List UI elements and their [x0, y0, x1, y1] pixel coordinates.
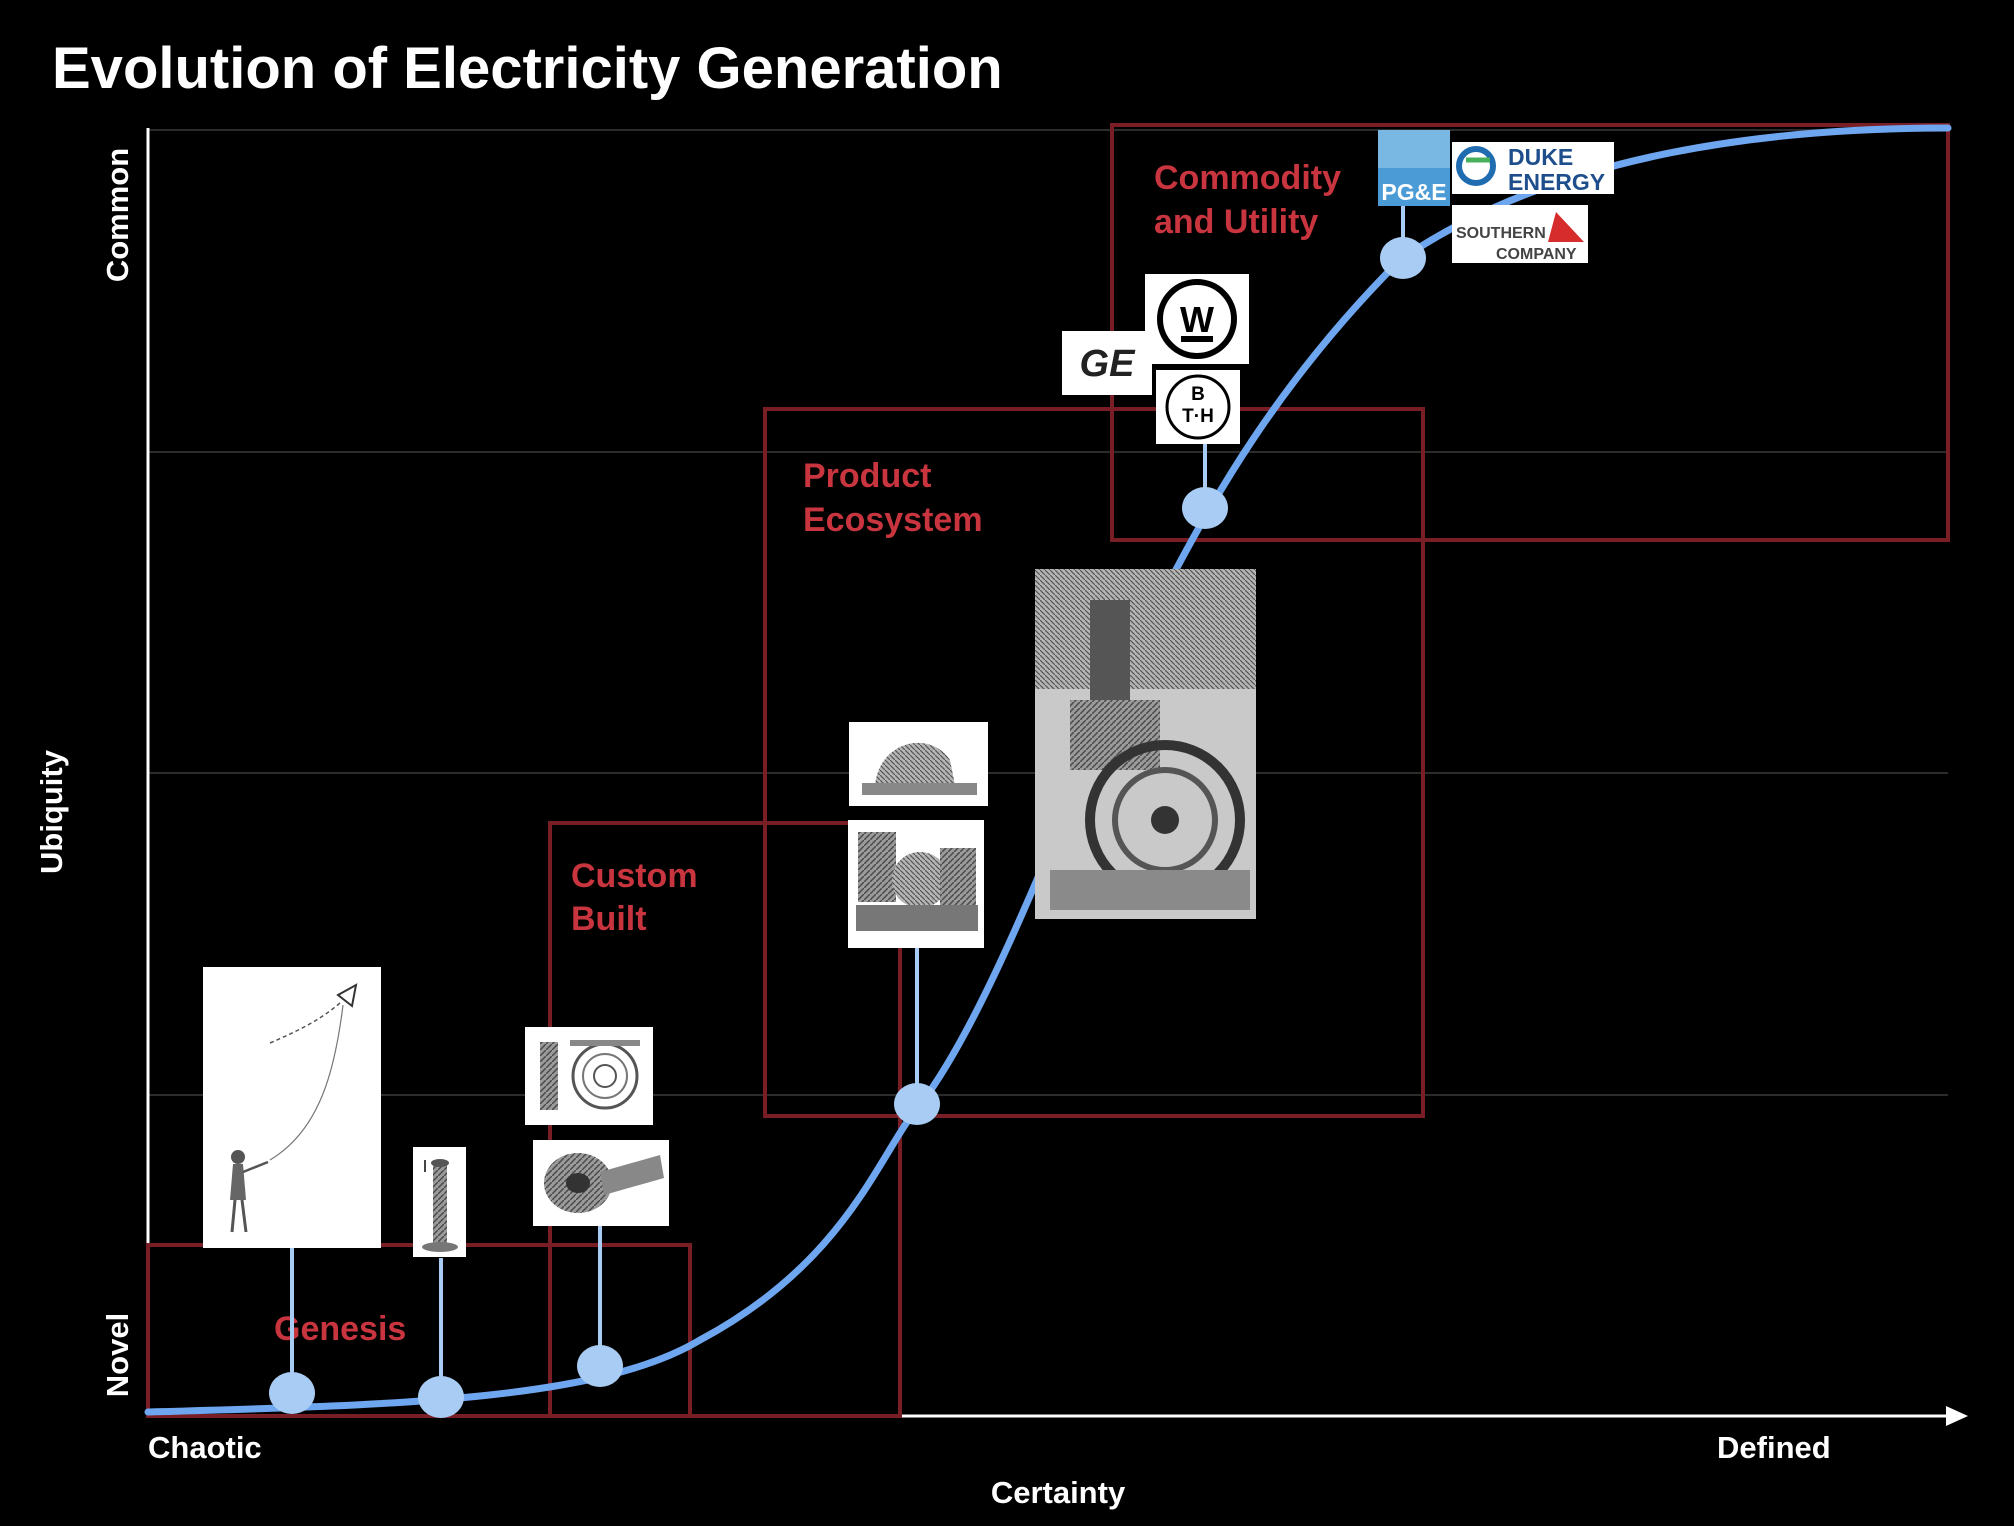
kite-illustration-icon [203, 967, 381, 1248]
voltaic-pile-icon [413, 1147, 466, 1257]
svg-text:ENERGY: ENERGY [1508, 169, 1605, 195]
stage-label-commodity-1: Commodity [1154, 159, 1341, 197]
dynamo-diagram-icon [525, 1027, 653, 1125]
y-axis-top-label: Common [100, 148, 135, 282]
bth-logo-icon: B T·H [1156, 370, 1240, 444]
page-title: Evolution of Electricity Generation [52, 36, 1003, 101]
stage-label-product-1: Product [803, 457, 931, 495]
y-axis-label: Ubiquity [34, 749, 69, 874]
svg-text:SOUTHERN: SOUTHERN [1456, 225, 1546, 242]
stage-label-product-2: Ecosystem [803, 501, 983, 539]
westinghouse-logo-icon: W [1145, 274, 1249, 364]
stage-label-genesis: Genesis [274, 1310, 406, 1348]
marker-kite[interactable] [269, 1372, 315, 1414]
turbine-wheel-icon [533, 1140, 669, 1226]
stage-box-product [763, 407, 1425, 1118]
marker-voltaic-pile[interactable] [418, 1376, 464, 1418]
x-axis-label: Certainty [991, 1475, 1126, 1510]
svg-text:GE: GE [1080, 343, 1137, 385]
marker-early-dynamo[interactable] [577, 1345, 623, 1387]
steam-generator-icon [848, 820, 984, 948]
svg-text:W: W [1180, 299, 1214, 340]
svg-text:COMPANY: COMPANY [1496, 246, 1577, 263]
svg-text:DUKE: DUKE [1508, 144, 1573, 170]
stage-box-genesis [146, 1243, 692, 1418]
svg-text:B: B [1191, 384, 1205, 405]
power-station-engine-icon [1035, 569, 1256, 919]
duke-energy-logo-icon: DUKE ENERGY [1452, 142, 1614, 195]
curve-markers [269, 237, 1426, 1418]
pge-logo-icon: PG&E [1378, 130, 1450, 206]
stage-label-custom-1: Custom [571, 857, 698, 895]
svg-text:PG&E: PG&E [1381, 179, 1446, 205]
y-axis-bottom-label: Novel [100, 1313, 135, 1397]
marker-product-generators[interactable] [894, 1083, 940, 1125]
x-axis-left-label: Chaotic [148, 1430, 262, 1465]
marker-manufacturers[interactable] [1182, 487, 1228, 529]
svg-text:T·H: T·H [1182, 406, 1214, 427]
generator-machine-icon [849, 722, 988, 806]
marker-utilities[interactable] [1380, 237, 1426, 279]
southern-company-logo-icon: SOUTHERN COMPANY [1452, 205, 1588, 263]
ge-logo-icon: GE [1062, 331, 1152, 395]
x-axis-right-label: Defined [1717, 1430, 1831, 1465]
stage-label-commodity-2: and Utility [1154, 203, 1318, 241]
stage-label-custom-2: Built [571, 900, 647, 938]
x-axis-arrowhead [1946, 1406, 1968, 1426]
